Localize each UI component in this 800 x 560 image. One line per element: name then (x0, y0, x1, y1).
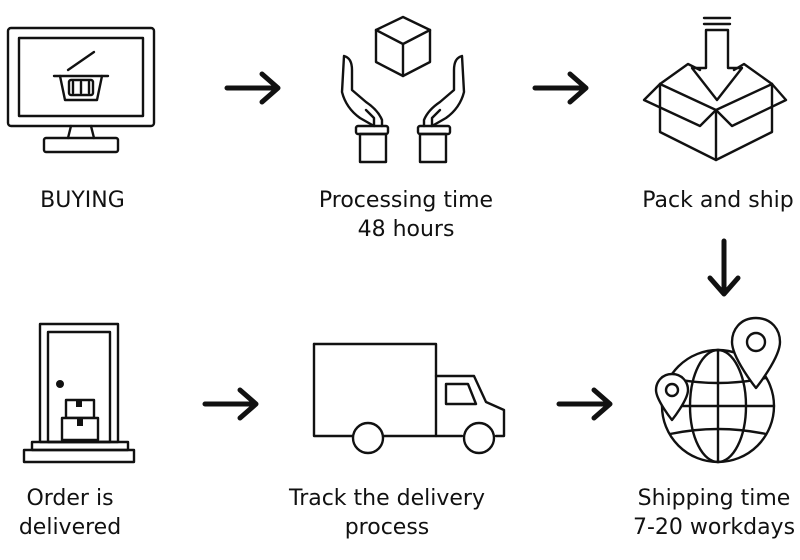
step-label-line: 48 hours (357, 217, 455, 242)
step-label-line: process (344, 515, 430, 540)
arrow-pack-to-shipping (706, 238, 742, 300)
arrow-processing-to-pack (532, 70, 592, 106)
step-label-track: Track the delivery process (282, 484, 492, 542)
door-with-packages-icon (22, 320, 138, 466)
step-label-pack: Pack and ship (636, 186, 800, 215)
step-label-processing: Processing time 48 hours (306, 186, 506, 244)
arrow-buying-to-processing (224, 70, 284, 106)
step-label-line: Processing time (318, 188, 494, 213)
step-label-line: BUYING (40, 188, 125, 213)
open-box-down-arrow-icon (640, 14, 790, 164)
computer-shopping-basket-icon (6, 26, 156, 156)
step-label-line: Track the delivery (288, 486, 485, 511)
step-label-line: Order is (26, 486, 114, 511)
step-label-buying: BUYING (0, 186, 165, 215)
step-label-line: Pack and ship (642, 188, 794, 213)
step-label-delivered: Order is delivered (0, 484, 140, 542)
step-label-line: 7-20 workdays (632, 515, 796, 540)
arrow-delivered-to-track (202, 386, 262, 422)
step-label-line: delivered (18, 515, 122, 540)
step-label-shipping: Shipping time 7-20 workdays (628, 484, 800, 542)
globe-location-pins-icon (650, 316, 790, 466)
arrow-track-to-shipping (556, 386, 616, 422)
delivery-truck-icon (312, 340, 512, 456)
hands-holding-box-icon (338, 14, 468, 166)
step-label-line: Shipping time (637, 486, 791, 511)
